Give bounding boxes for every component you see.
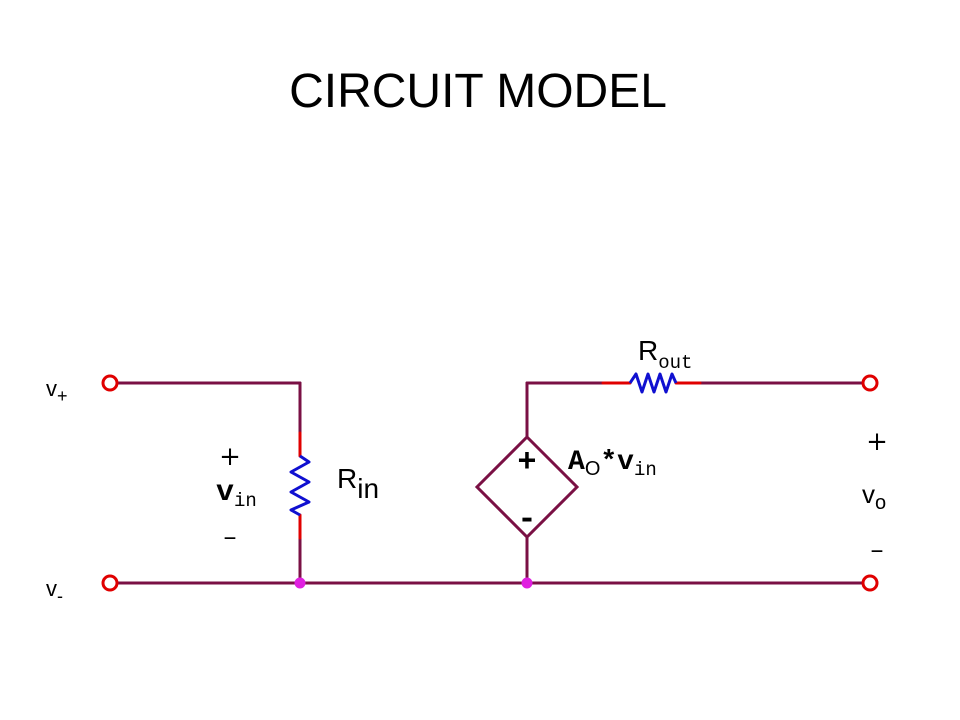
v-minus-sub: - <box>57 586 63 606</box>
vin-sub: in <box>234 490 257 512</box>
rout-main: R <box>638 335 658 366</box>
gain-v-sub: in <box>634 459 657 481</box>
page-title: CIRCUIT MODEL <box>289 65 667 118</box>
gain-a: A <box>568 447 585 478</box>
filled-dot-junction-icon <box>294 577 306 589</box>
open-circle-terminal-icon[interactable] <box>101 374 119 392</box>
rout-sub: out <box>658 352 692 374</box>
open-circle-terminal-icon[interactable] <box>861 574 879 592</box>
rin-main: R <box>337 463 357 494</box>
vin-minus-sign: – <box>224 522 237 552</box>
vo-minus-sign: – <box>871 535 884 565</box>
vin-label: vin <box>216 476 257 512</box>
filled-dot-junction-icon <box>521 577 533 589</box>
open-circle-terminal-icon[interactable] <box>861 374 879 392</box>
zigzag-resistor-icon <box>289 454 311 517</box>
vo-label: vo <box>862 479 886 514</box>
rin-label: Rin <box>337 463 379 504</box>
zigzag-resistor-icon <box>628 372 678 394</box>
vo-main: v <box>862 479 875 509</box>
v-minus-label: v- <box>46 576 63 606</box>
diamond-voltage-source-icon <box>474 434 580 540</box>
rout-label: Rout <box>638 335 692 374</box>
v-plus-main: v <box>46 376 57 401</box>
source-plus-sign: + <box>517 444 536 481</box>
wires <box>108 381 870 585</box>
vin-main: v <box>216 476 234 510</box>
rin-sub: in <box>357 473 379 504</box>
vo-plus-sign: + <box>866 427 888 457</box>
source-minus-sign: - <box>517 501 536 538</box>
v-plus-sub: + <box>57 386 68 406</box>
gain-mult: *v <box>600 447 634 478</box>
vin-plus-sign: + <box>219 442 241 472</box>
vo-sub: o <box>875 492 886 514</box>
gain-label: AO*vin <box>568 447 657 481</box>
gain-a-sub: O <box>585 458 601 480</box>
v-minus-main: v <box>46 576 57 601</box>
resistor-leads <box>298 381 702 540</box>
v-plus-label: v+ <box>46 376 68 406</box>
open-circle-terminal-icon[interactable] <box>101 574 119 592</box>
